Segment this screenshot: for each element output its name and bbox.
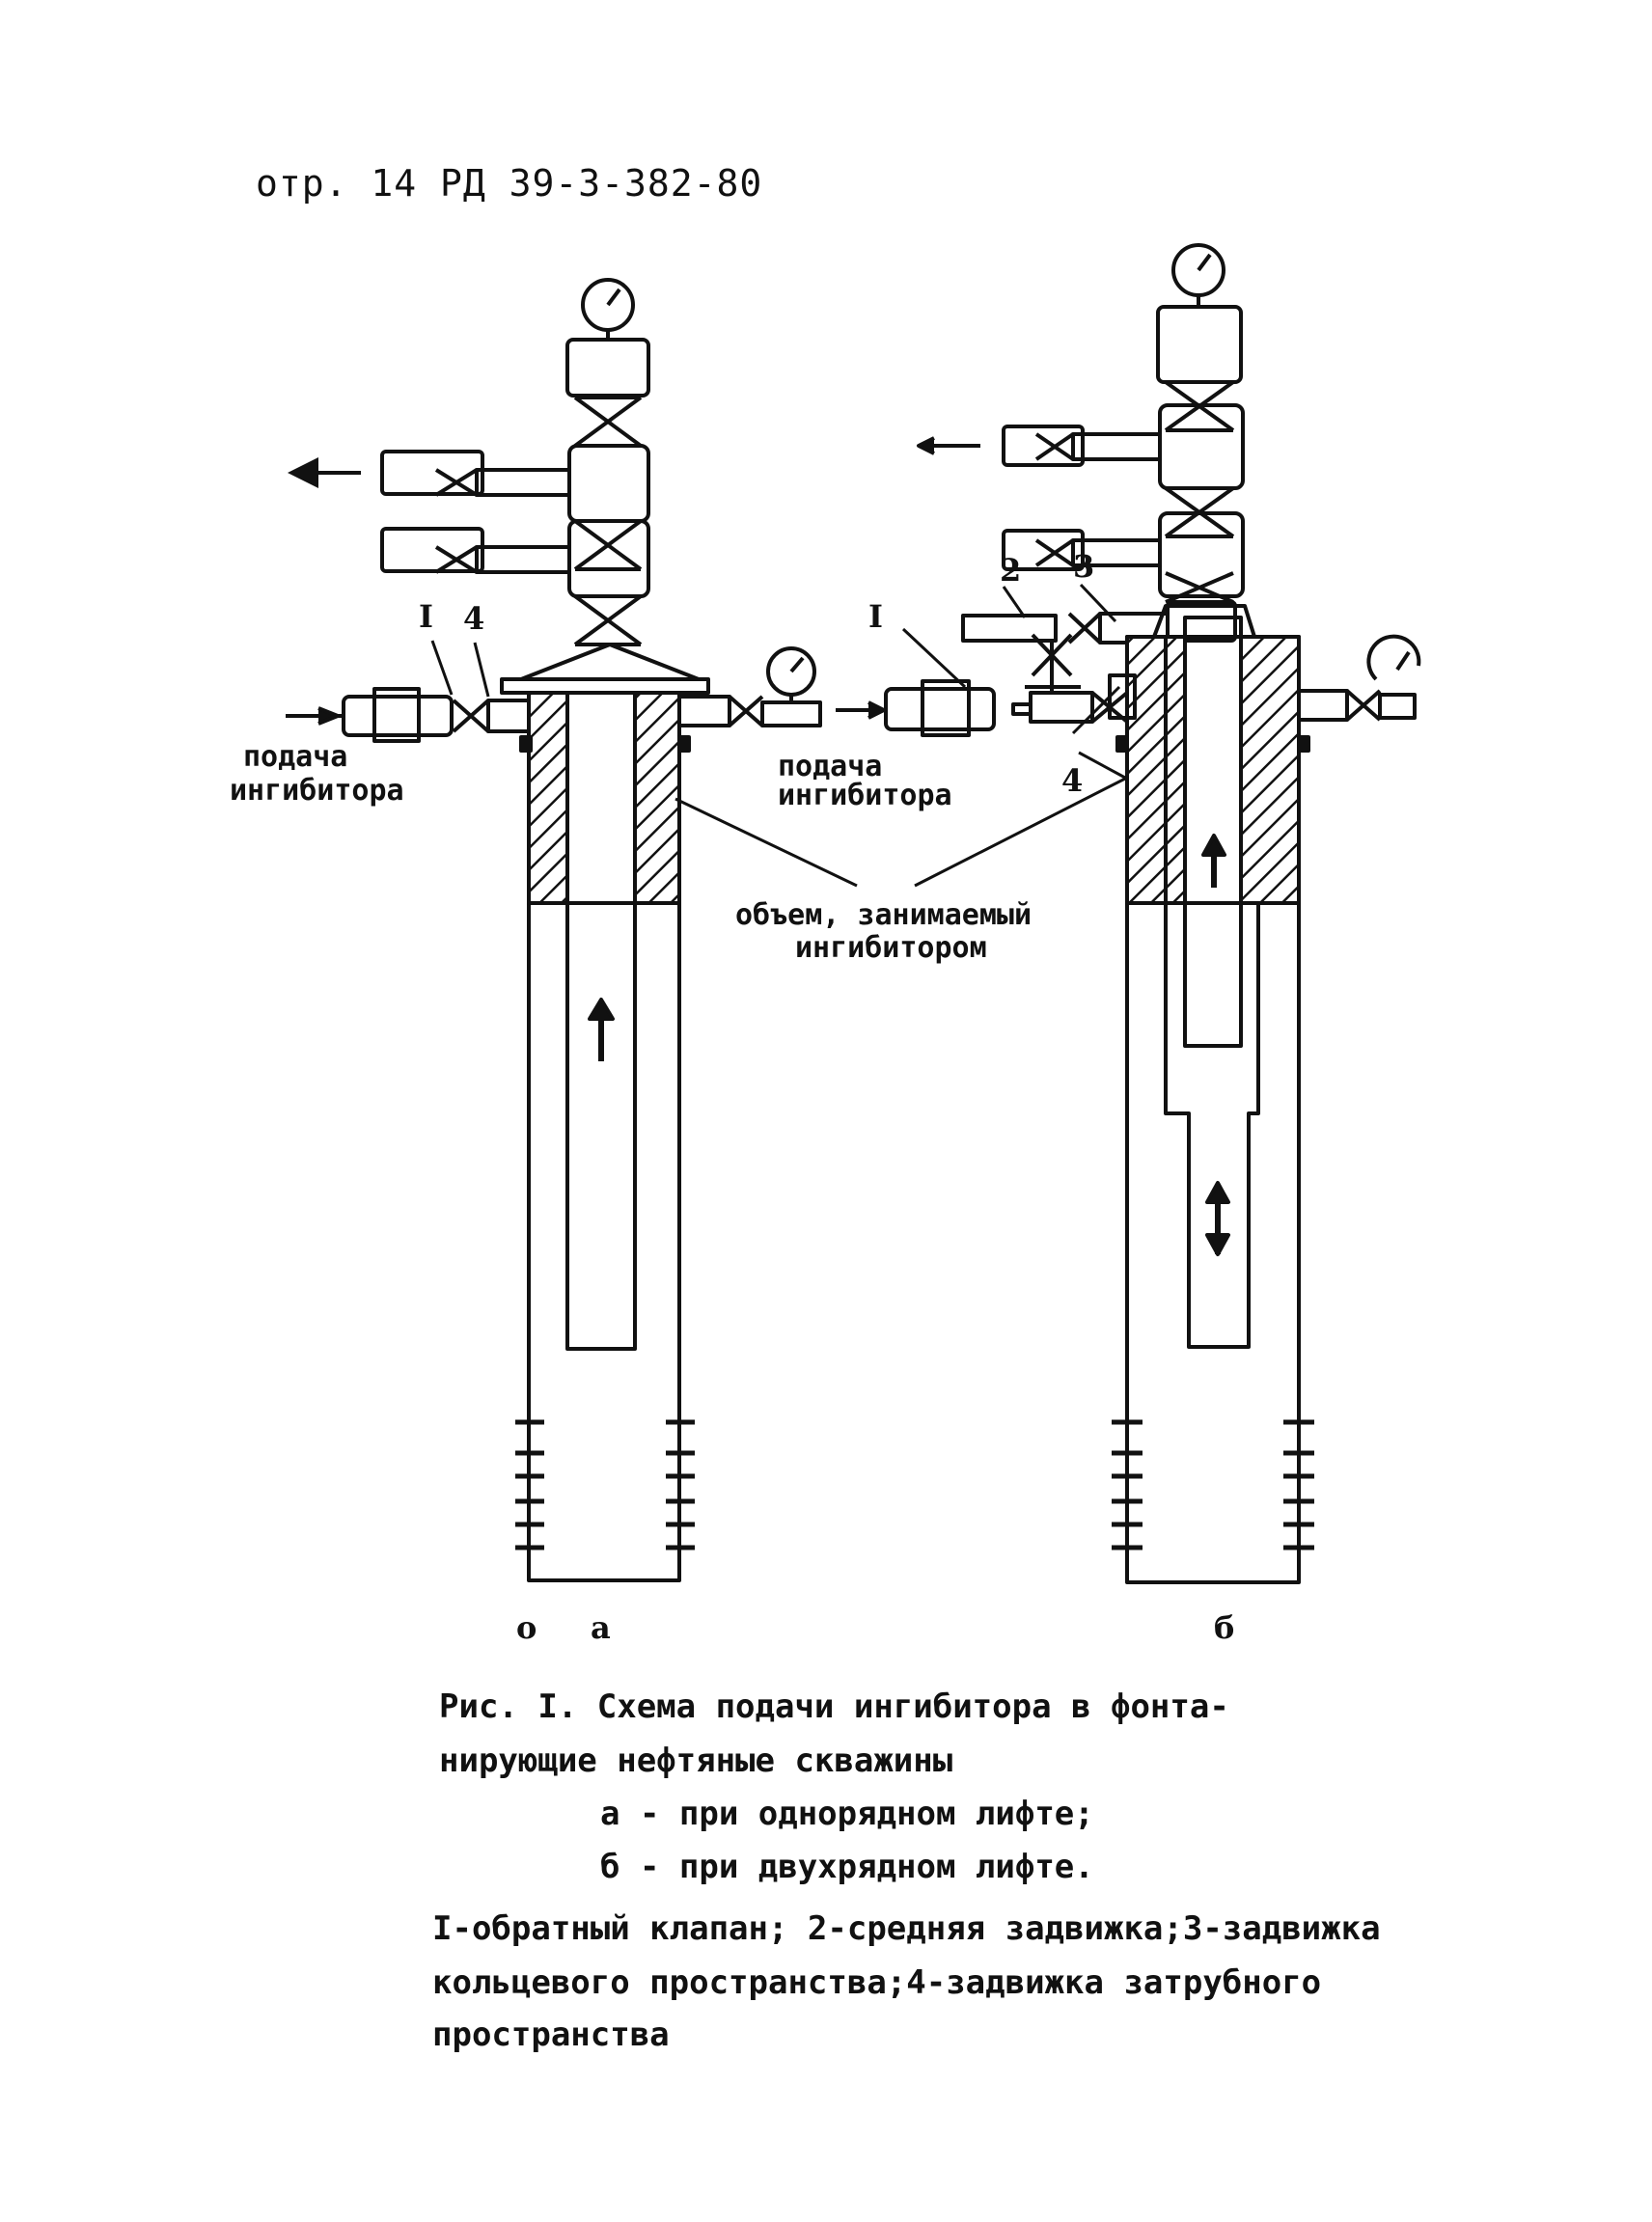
- valve-a-2: [573, 519, 643, 571]
- label-inlet-b-line2: ингибитора: [778, 779, 952, 812]
- caption-line-2: нирующие нефтяные скважины: [439, 1742, 953, 1780]
- label-mark-1-a: I: [419, 598, 433, 635]
- legend-line-3: пространства: [432, 2016, 670, 2054]
- outlet-b-upper: [1002, 425, 1085, 467]
- page-header: отр. 14 РД 39-3-382-80: [256, 162, 763, 205]
- caption-line-4: б - при двухрядном лифте.: [600, 1848, 1094, 1886]
- legend-line-2: кольцевого пространства;4-задвижка затру…: [432, 1963, 1322, 2002]
- label-mark-1-b: I: [868, 598, 883, 635]
- label-mark-4-b: 4: [1061, 762, 1084, 799]
- label-inlet-b-line1: подача: [778, 750, 883, 783]
- label-mark-4-a: 4: [463, 600, 485, 637]
- wellhead-a-top-block: [565, 338, 650, 398]
- valve-3-ring-space: [1067, 612, 1102, 645]
- label-volume-line2: ингибитором: [795, 931, 987, 965]
- wellhead-b-tee-upper: [1158, 403, 1245, 490]
- outlet-a-lower: [380, 527, 484, 573]
- gauge-b-side: [1366, 634, 1421, 681]
- tubing-b-inner: [1183, 616, 1243, 1048]
- casing-b: [1125, 635, 1301, 1584]
- label-inlet-a-line1: подача: [243, 740, 348, 774]
- outlet-a-upper: [380, 450, 484, 496]
- inhibitor-volume-b-mid: [1164, 635, 1187, 905]
- sublabel-a: а: [591, 1609, 611, 1646]
- sublabel-o: о: [516, 1609, 537, 1646]
- inhibitor-volume-a-left: [527, 691, 569, 905]
- caption-line-1: Рис. I. Схема подачи ингибитора в фонта-: [439, 1687, 1229, 1726]
- label-inlet-a-line2: ингибитора: [230, 774, 404, 808]
- valve-a-1: [573, 396, 643, 448]
- label-mark-3-b: 3: [1073, 548, 1095, 585]
- leader-lines: [430, 583, 1128, 888]
- legend-line-1: I-обратный клапан; 2-средняя задвижка;3-…: [432, 1909, 1381, 1948]
- perforations-b: [1112, 1419, 1314, 1550]
- tubing-b-outer: [1164, 637, 1260, 1349]
- well-b: [836, 243, 1421, 1584]
- inhibitor-volume-a-right: [633, 691, 681, 905]
- caption-line-3: а - при однорядном лифте;: [600, 1795, 1094, 1833]
- wellhead-a-tee-upper: [567, 444, 650, 523]
- gauge-b-top: [1171, 243, 1225, 307]
- valve-b-3: [1165, 571, 1234, 604]
- wellhead-b-tee-lower: [1158, 511, 1245, 598]
- valve-a-3: [573, 594, 643, 646]
- check-valve-a: [342, 695, 454, 737]
- wellhead-a-tee-lower: [567, 519, 650, 598]
- wellhead-b-top-block: [1156, 305, 1243, 384]
- gauge-a-top: [581, 278, 635, 340]
- tubing-a: [565, 691, 637, 1351]
- tubing-head-a: [519, 643, 701, 681]
- check-valve-b: [884, 687, 996, 731]
- sublabel-b: б: [1214, 1609, 1235, 1646]
- label-volume-line1: объем, занимаемый: [735, 898, 1032, 932]
- inhibitor-volume-b-right: [1239, 635, 1301, 905]
- label-mark-2-b: 2: [1000, 552, 1022, 589]
- perforations-a: [515, 1419, 695, 1550]
- well-a: [286, 278, 822, 1582]
- outlet-b-lower: [1002, 529, 1085, 571]
